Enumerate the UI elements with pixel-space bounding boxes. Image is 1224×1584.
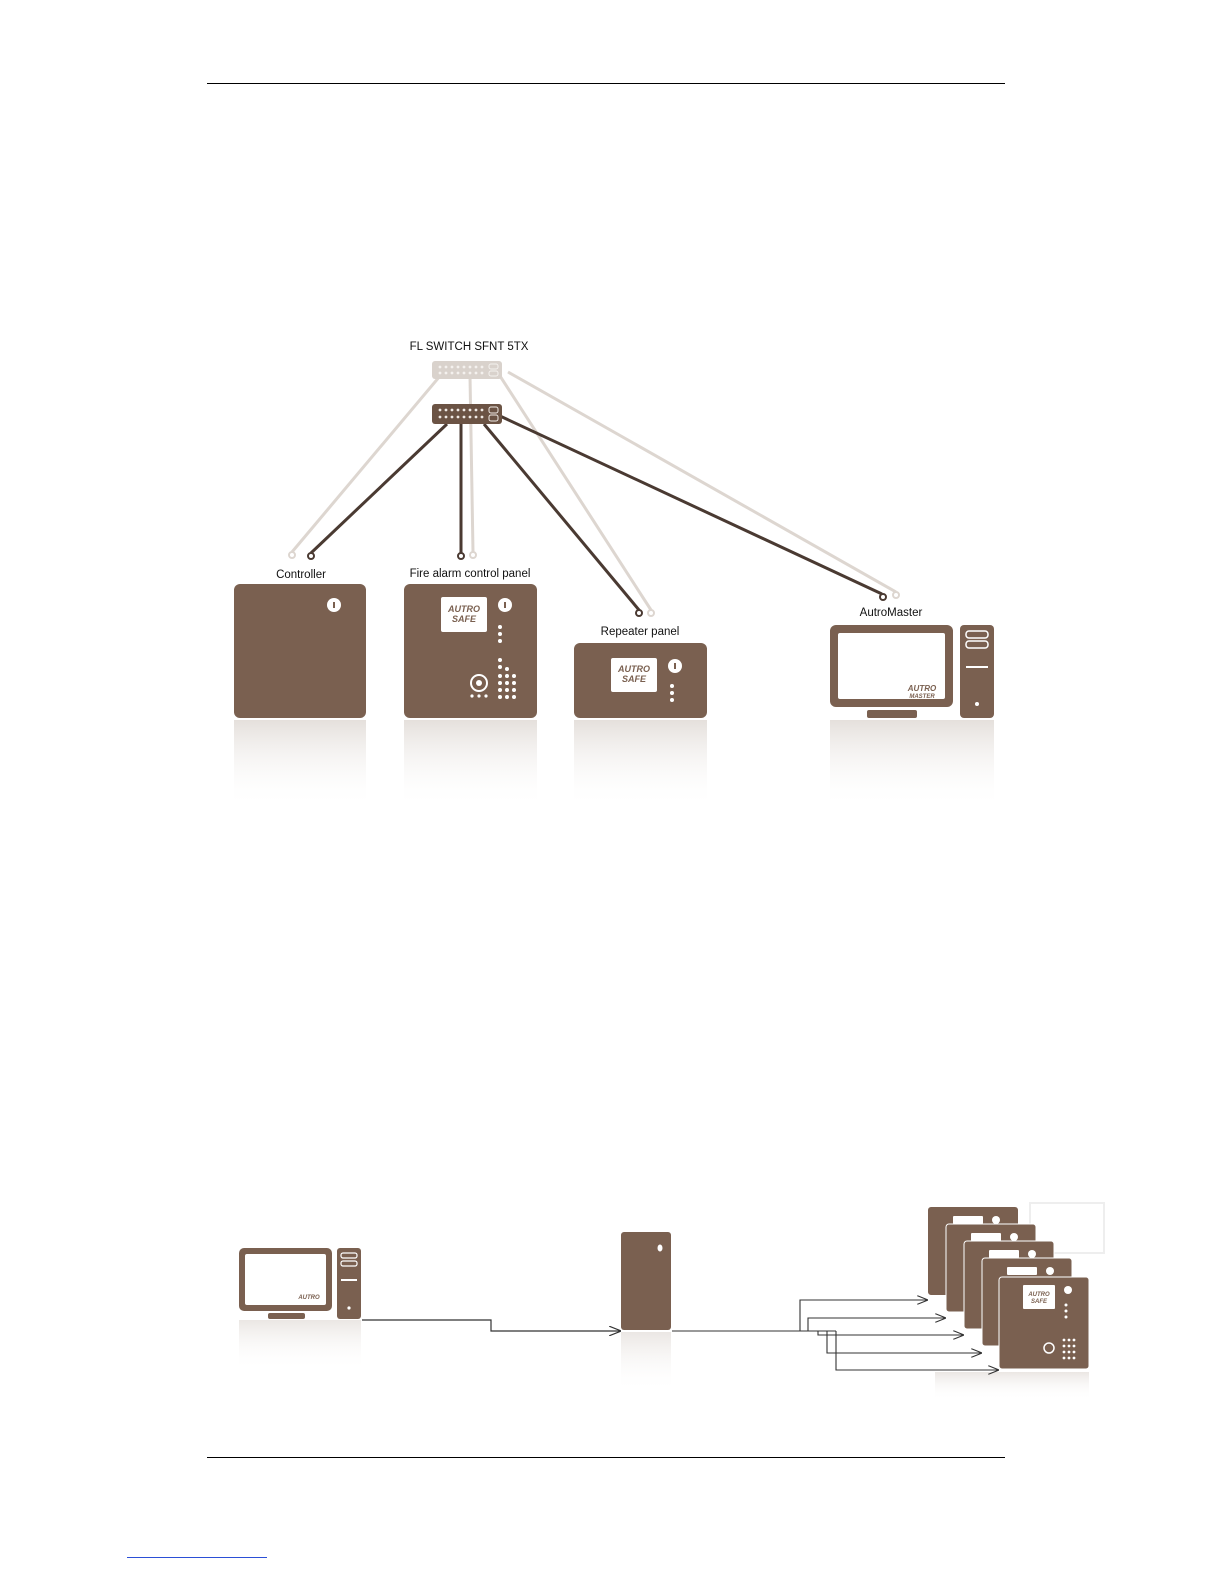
svg-text:AUTRO: AUTRO [1027,1292,1050,1298]
autrosafe-display: AUTRO SAFE [441,597,487,632]
monitor-icon: AUTRO MASTER [830,625,953,718]
svg-text:SAFE: SAFE [1031,1299,1048,1305]
svg-text:AUTRO: AUTRO [447,604,480,614]
svg-text:AUTRO: AUTRO [907,684,937,693]
controller-cabinet-icon [621,1232,671,1392]
repeater-panel-node: Repeater panel AUTRO SAFE [574,626,707,808]
autromaster-label: AutroMaster [860,607,923,619]
key-lock-icon [668,659,682,673]
svg-text:SAFE: SAFE [452,614,477,624]
controller-node: Controller [234,569,366,808]
fire-alarm-control-panel-node: Fire alarm control panel AUTRO SAFE [404,568,537,808]
active-links [311,416,882,610]
pc-tower-icon [960,625,994,718]
svg-text:MASTER: MASTER [909,694,935,700]
workstation-icon: AUTRO [239,1248,361,1370]
distribution-diagram: AUTRO [239,1203,1104,1400]
switch-label: FL SWITCH SFNT 5TX [410,341,529,353]
svg-text:AUTRO: AUTRO [617,664,650,674]
key-lock-icon [327,598,341,612]
autrosafe-display: AUTRO SAFE [611,658,657,692]
controller-label: Controller [276,569,326,581]
key-lock-icon [498,598,512,612]
switch-backup [432,361,502,379]
repeater-panel-label: Repeater panel [601,626,680,638]
autromaster-node: AutroMaster AUTRO MASTER [830,607,994,808]
fire-alarm-control-panel-label: Fire alarm control panel [410,568,531,580]
svg-text:SAFE: SAFE [622,674,647,684]
redundant-links [292,372,896,610]
svg-text:AUTRO: AUTRO [297,1295,320,1301]
network-switch [432,404,502,424]
panel-stack-item: AUTRO SAFE [999,1277,1089,1369]
topology-diagram: FL SWITCH SFNT 5TX [234,341,994,808]
